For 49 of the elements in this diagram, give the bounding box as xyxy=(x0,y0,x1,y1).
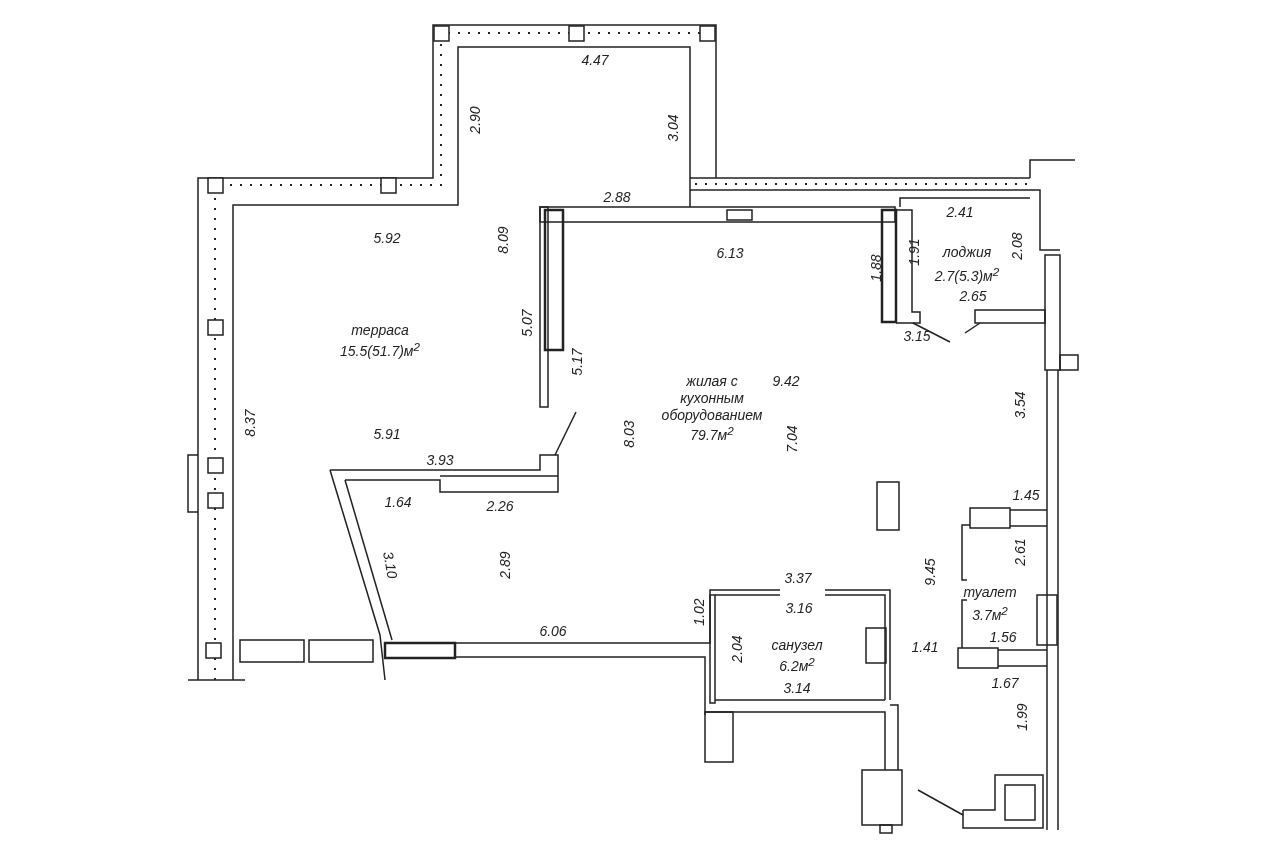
dimension-label: 5.07 xyxy=(518,309,536,337)
room-name: санузел xyxy=(771,636,823,654)
dimension-label: 8.03 xyxy=(620,420,638,448)
dimension-label: 3.10 xyxy=(379,550,401,580)
dimension-label: 8.09 xyxy=(494,226,512,254)
dimension-label: 2.41 xyxy=(946,203,974,221)
dimension-label: 2.65 xyxy=(959,287,987,305)
dimension-label: 2.26 xyxy=(486,497,514,515)
dimension-label: 1.88 xyxy=(867,254,885,282)
room-area: 6.2м$^{2}$ xyxy=(779,654,815,676)
dimension-label: 3.16 xyxy=(785,599,813,617)
dimension-label: 3.04 xyxy=(664,114,682,142)
dimension-label: 5.92 xyxy=(373,229,401,247)
dimension-label: 2.88 xyxy=(603,188,631,206)
dimension-label: 9.42 xyxy=(772,372,800,390)
room-name: лоджия xyxy=(942,243,992,261)
room-area: 2.7(5.3)м$^{2}$ xyxy=(934,264,1000,286)
dimension-label: 4.47 xyxy=(581,51,609,69)
dimension-label: 3.37 xyxy=(784,569,812,587)
dimension-label: 2.08 xyxy=(1008,232,1026,260)
dimension-label: 2.90 xyxy=(466,106,484,134)
dimension-label: 3.14 xyxy=(783,679,811,697)
dimension-label: 8.37 xyxy=(241,409,259,437)
dimension-label: 1.56 xyxy=(989,628,1017,646)
room-area: 3.7м$^{2}$ xyxy=(972,603,1008,625)
dimension-label: 9.45 xyxy=(921,558,939,586)
dimension-label: 3.15 xyxy=(903,327,931,345)
dimension-label: 6.13 xyxy=(716,244,744,262)
dimension-label: 7.04 xyxy=(783,425,801,453)
dimension-label: 1.45 xyxy=(1012,486,1040,504)
dimension-label: 1.99 xyxy=(1013,703,1031,731)
dimension-label: 3.93 xyxy=(426,451,454,469)
room-area: 15.5(51.7)м$^{2}$ xyxy=(340,339,420,361)
dimension-label: 1.41 xyxy=(911,638,939,656)
dimension-label: 2.04 xyxy=(728,635,746,663)
dimension-label: 6.06 xyxy=(539,622,567,640)
room-area: 79.7м$^{2}$ xyxy=(690,423,734,445)
room-name: туалет xyxy=(963,583,1017,601)
dimension-label: 2.61 xyxy=(1011,538,1029,566)
room-name: терраса xyxy=(351,321,409,339)
dimension-label: 2.89 xyxy=(496,551,514,579)
dimension-label: 1.67 xyxy=(991,674,1019,692)
dimension-label: 5.91 xyxy=(373,425,401,443)
dimension-label: 5.17 xyxy=(568,348,586,376)
room-name: жилая с кухонным оборудованием xyxy=(660,372,764,424)
dimension-label: 3.54 xyxy=(1011,391,1029,419)
dimension-label: 1.91 xyxy=(905,238,923,266)
dimension-label: 1.64 xyxy=(384,493,412,511)
dimension-label: 1.02 xyxy=(690,598,708,626)
